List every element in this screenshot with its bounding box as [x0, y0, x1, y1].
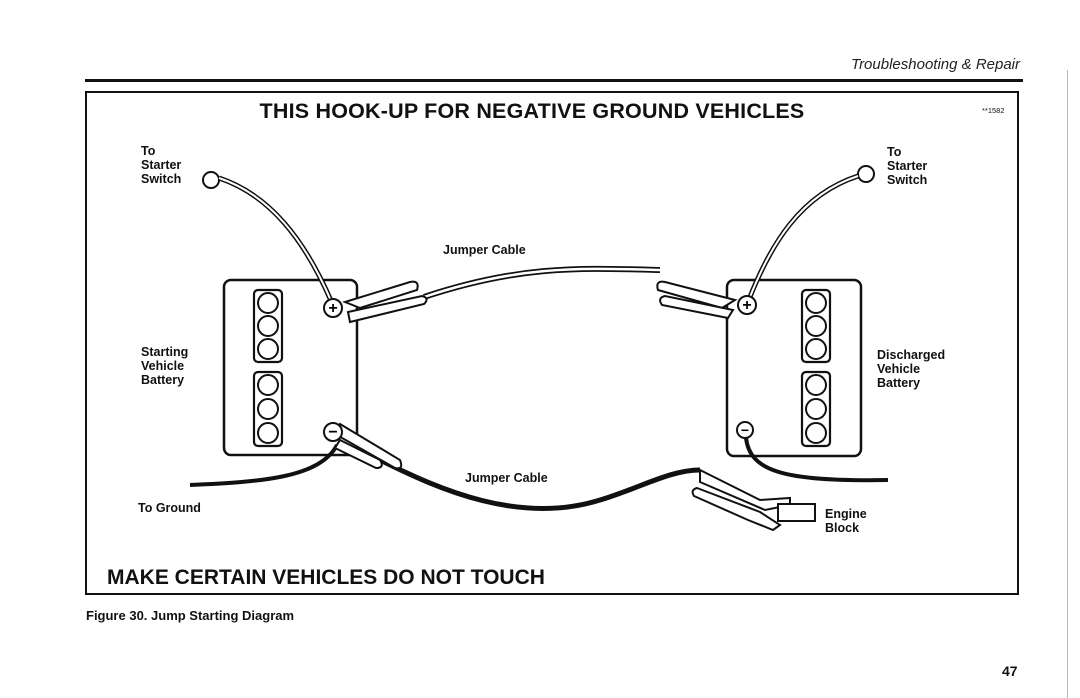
cell-cap [805, 292, 827, 314]
negative-terminal-icon: − [741, 422, 749, 438]
label-line: Engine [825, 507, 867, 521]
cell-group [800, 370, 832, 448]
figure-code: **1582 [982, 106, 1005, 115]
label-line: Starter [141, 158, 182, 172]
label-line: Switch [141, 172, 182, 186]
right-starter-wire [745, 165, 875, 303]
page-edge [1067, 70, 1068, 698]
to-ground-label: To Ground [138, 501, 201, 515]
left-starter-label: To Starter Switch [141, 144, 181, 186]
cell-cap [257, 292, 279, 314]
cell-cap [805, 422, 827, 444]
label-line: Discharged [877, 348, 946, 362]
label-line: To [887, 145, 902, 159]
label-line: Block [825, 521, 860, 535]
left-negative-clamp: − [323, 422, 403, 470]
cell-cap [257, 315, 279, 337]
negative-jumper-cable [378, 457, 701, 512]
starting-battery-label: Starting Vehicle Battery [141, 345, 188, 387]
cell-group [800, 288, 832, 364]
figure-frame [85, 91, 1019, 595]
positive-terminal-icon: + [328, 300, 337, 317]
cell-group [252, 288, 284, 364]
figure-caption: Figure 30. Jump Starting Diagram [86, 608, 295, 623]
label-line: Vehicle [877, 362, 921, 376]
section-title: Troubleshooting & Repair [851, 56, 1020, 73]
right-starter-label: To Starter Switch [887, 145, 927, 187]
positive-jumper-cable [423, 265, 661, 300]
cell-cap [805, 374, 827, 396]
right-positive-clamp: + [656, 280, 757, 320]
engine-block-icon [777, 503, 816, 522]
page-number: 47 [1002, 663, 1018, 679]
label-line: Battery [141, 373, 185, 387]
cell-cap [805, 398, 827, 420]
cell-cap [257, 422, 279, 444]
label-line: Starter [887, 159, 928, 173]
cell-cap [805, 315, 827, 337]
positive-terminal-icon: + [742, 297, 751, 314]
label-line: Starting [141, 345, 189, 359]
cell-cap [257, 398, 279, 420]
figure-title-text: THIS HOOK-UP FOR NEGATIVE GROUND VEHICLE… [259, 99, 805, 123]
top-jumper-cable-label: Jumper Cable [443, 243, 526, 257]
right-ground-wire [744, 437, 889, 483]
warning-text: MAKE CERTAIN VEHICLES DO NOT TOUCH [107, 566, 545, 589]
label-line: Battery [877, 376, 921, 390]
bottom-jumper-cable-label: Jumper Cable [465, 471, 548, 485]
label-line: Vehicle [141, 359, 185, 373]
left-positive-clamp: + [323, 280, 428, 324]
label-line: To [141, 144, 156, 158]
cell-cap [257, 338, 279, 360]
cell-cap [257, 374, 279, 396]
starting-vehicle-battery [222, 278, 359, 457]
right-negative-terminal: − [736, 421, 754, 439]
discharged-battery-label: Discharged Vehicle Battery [877, 348, 945, 390]
left-starter-wire [202, 171, 335, 304]
engine-block-clamp [691, 468, 816, 532]
figure-title: THIS HOOK-UP FOR NEGATIVE GROUND VEHICLE… [0, 99, 1080, 124]
header-rule [85, 79, 1023, 82]
cell-group [252, 370, 284, 448]
negative-terminal-icon: − [328, 424, 337, 441]
left-ground-wire [189, 443, 339, 487]
cell-cap [805, 338, 827, 360]
discharged-vehicle-battery [725, 278, 863, 458]
engine-block-label: Engine Block [825, 507, 867, 535]
label-line: Switch [887, 173, 928, 187]
